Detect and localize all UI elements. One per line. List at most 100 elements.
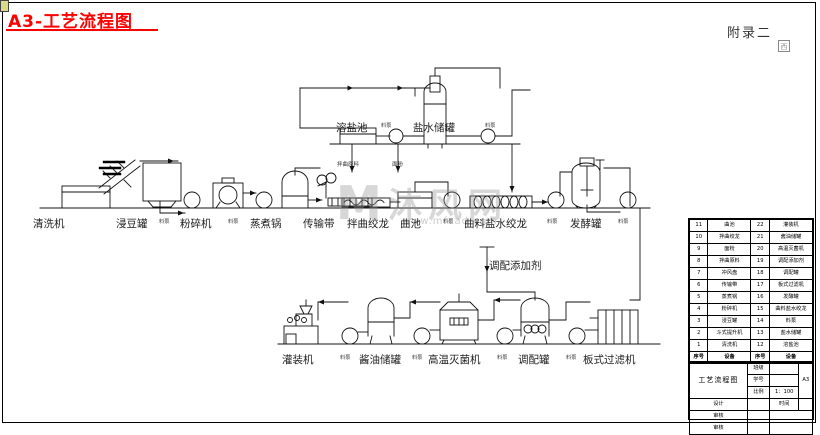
- appendix-label: 附录二: [726, 26, 772, 41]
- part-number: 10: [688, 231, 709, 244]
- check-value: [746, 422, 770, 435]
- pump-b4: [568, 327, 586, 345]
- part-number: 11: [688, 219, 709, 232]
- label-main-5: 蒸煮锅: [250, 218, 282, 230]
- pump-5: [619, 191, 637, 209]
- part-number: 8: [688, 255, 709, 268]
- koji-pool-body: [397, 191, 433, 209]
- filler-body: [283, 325, 319, 345]
- part-number: 3: [688, 315, 709, 328]
- pump-salt-1: [388, 128, 404, 144]
- label-main-11: 料泵: [547, 219, 558, 225]
- pipe-fermenter-right: [603, 167, 631, 207]
- part-name: 曲池: [707, 219, 752, 232]
- mixer-screw-body: [341, 197, 391, 208]
- part-name: 清洗机: [707, 339, 752, 352]
- fermenter-body: [571, 162, 601, 209]
- pipe-additive-to-blend: [486, 291, 536, 301]
- student-label: 学号: [746, 374, 770, 387]
- brine-screw-helix: [473, 195, 528, 209]
- design-value: [746, 398, 770, 411]
- label-bottom-4: 高温灭菌机: [428, 354, 481, 366]
- page-title: A3-工艺流程图: [8, 12, 134, 32]
- scale-value: 1：100: [768, 386, 800, 399]
- pipe-right-down: [629, 207, 641, 301]
- part-number: 19: [750, 255, 770, 268]
- pump-2: [255, 191, 273, 209]
- part-number: 17: [750, 279, 770, 292]
- label-bottom-5: 料泵: [497, 355, 508, 361]
- sterilizer-top: [439, 301, 479, 311]
- pipe-top-left-drop: [299, 87, 341, 129]
- label-top-2: 盐水储罐: [413, 122, 455, 134]
- soak-tank-body: [142, 162, 182, 202]
- crusher-rotor: [218, 185, 238, 205]
- part-name: 高温灭菌机: [768, 243, 814, 256]
- pump-b3: [496, 327, 514, 345]
- part-name: 蒸煮锅: [707, 291, 752, 304]
- part-name: 传输带: [707, 279, 752, 292]
- label-bottom-6: 调配罐: [518, 354, 550, 366]
- filler-funnel: [299, 305, 313, 315]
- brine-tank-neck: [429, 75, 441, 93]
- screw-helix: [343, 199, 385, 206]
- part-number: 22: [750, 219, 770, 232]
- time-value: [798, 398, 813, 411]
- part-number: 16: [750, 291, 770, 304]
- pump-b2: [413, 327, 431, 345]
- soak-tank-leg-r: [170, 200, 177, 208]
- label-top-3: 料泵: [485, 123, 496, 129]
- label-main-1: 浸豆罐: [116, 218, 148, 230]
- pipe-soy-out: [393, 301, 441, 319]
- review-value: [746, 410, 770, 423]
- label-main-12: 发酵罐: [570, 218, 602, 230]
- part-number: 13: [750, 327, 770, 340]
- part-number: 12: [750, 339, 770, 352]
- part-name: 发酵罐: [768, 291, 814, 304]
- washer-body: [61, 185, 111, 209]
- part-number: 4: [688, 303, 709, 316]
- drawing-name: 工艺流程图: [689, 362, 748, 399]
- part-number: 21: [750, 231, 770, 244]
- part-name: 调配添加剂: [768, 255, 814, 268]
- sterilizer-body: [439, 309, 479, 341]
- part-number: 14: [750, 315, 770, 328]
- label-main-0: 清洗机: [33, 218, 65, 230]
- part-name: 拌曲绞龙: [707, 231, 752, 244]
- pipe-into-fermenter: [559, 171, 573, 197]
- fan-blade-l: [316, 174, 328, 186]
- pump-3: [443, 191, 461, 209]
- pump-4: [547, 191, 565, 209]
- label-main-9: 料泵: [443, 219, 454, 225]
- part-name: 酱油储罐: [768, 231, 814, 244]
- process-flow-diagram: [39, 67, 661, 345]
- part-number: 6: [688, 279, 709, 292]
- class-value: [768, 362, 800, 375]
- arrow-marker: [168, 158, 174, 164]
- part-name: 粉碎机: [707, 303, 752, 316]
- pump-b1: [341, 327, 359, 345]
- pipe-cooker-top: [294, 167, 321, 176]
- design-label: 设计: [689, 398, 748, 411]
- label-additive-0: 调配添加剂: [489, 260, 542, 272]
- pipe-soak-out: [159, 200, 186, 214]
- label-bottom-3: 料泵: [412, 355, 423, 361]
- label-top-0: 溶盐池: [336, 122, 368, 134]
- part-name: 调配罐: [768, 267, 814, 280]
- pipe-blend-out: [548, 301, 591, 321]
- label-bottom-8: 板式过滤机: [583, 354, 636, 366]
- soy-tank-body: [367, 297, 395, 337]
- pump-salt-2: [480, 128, 496, 144]
- part-number: 2: [688, 327, 709, 340]
- label-main-6: 传输带: [303, 218, 335, 230]
- label-main-10: 曲料盐水绞龙: [464, 218, 527, 230]
- blend-tank-body: [520, 297, 550, 337]
- part-number: 1: [688, 339, 709, 352]
